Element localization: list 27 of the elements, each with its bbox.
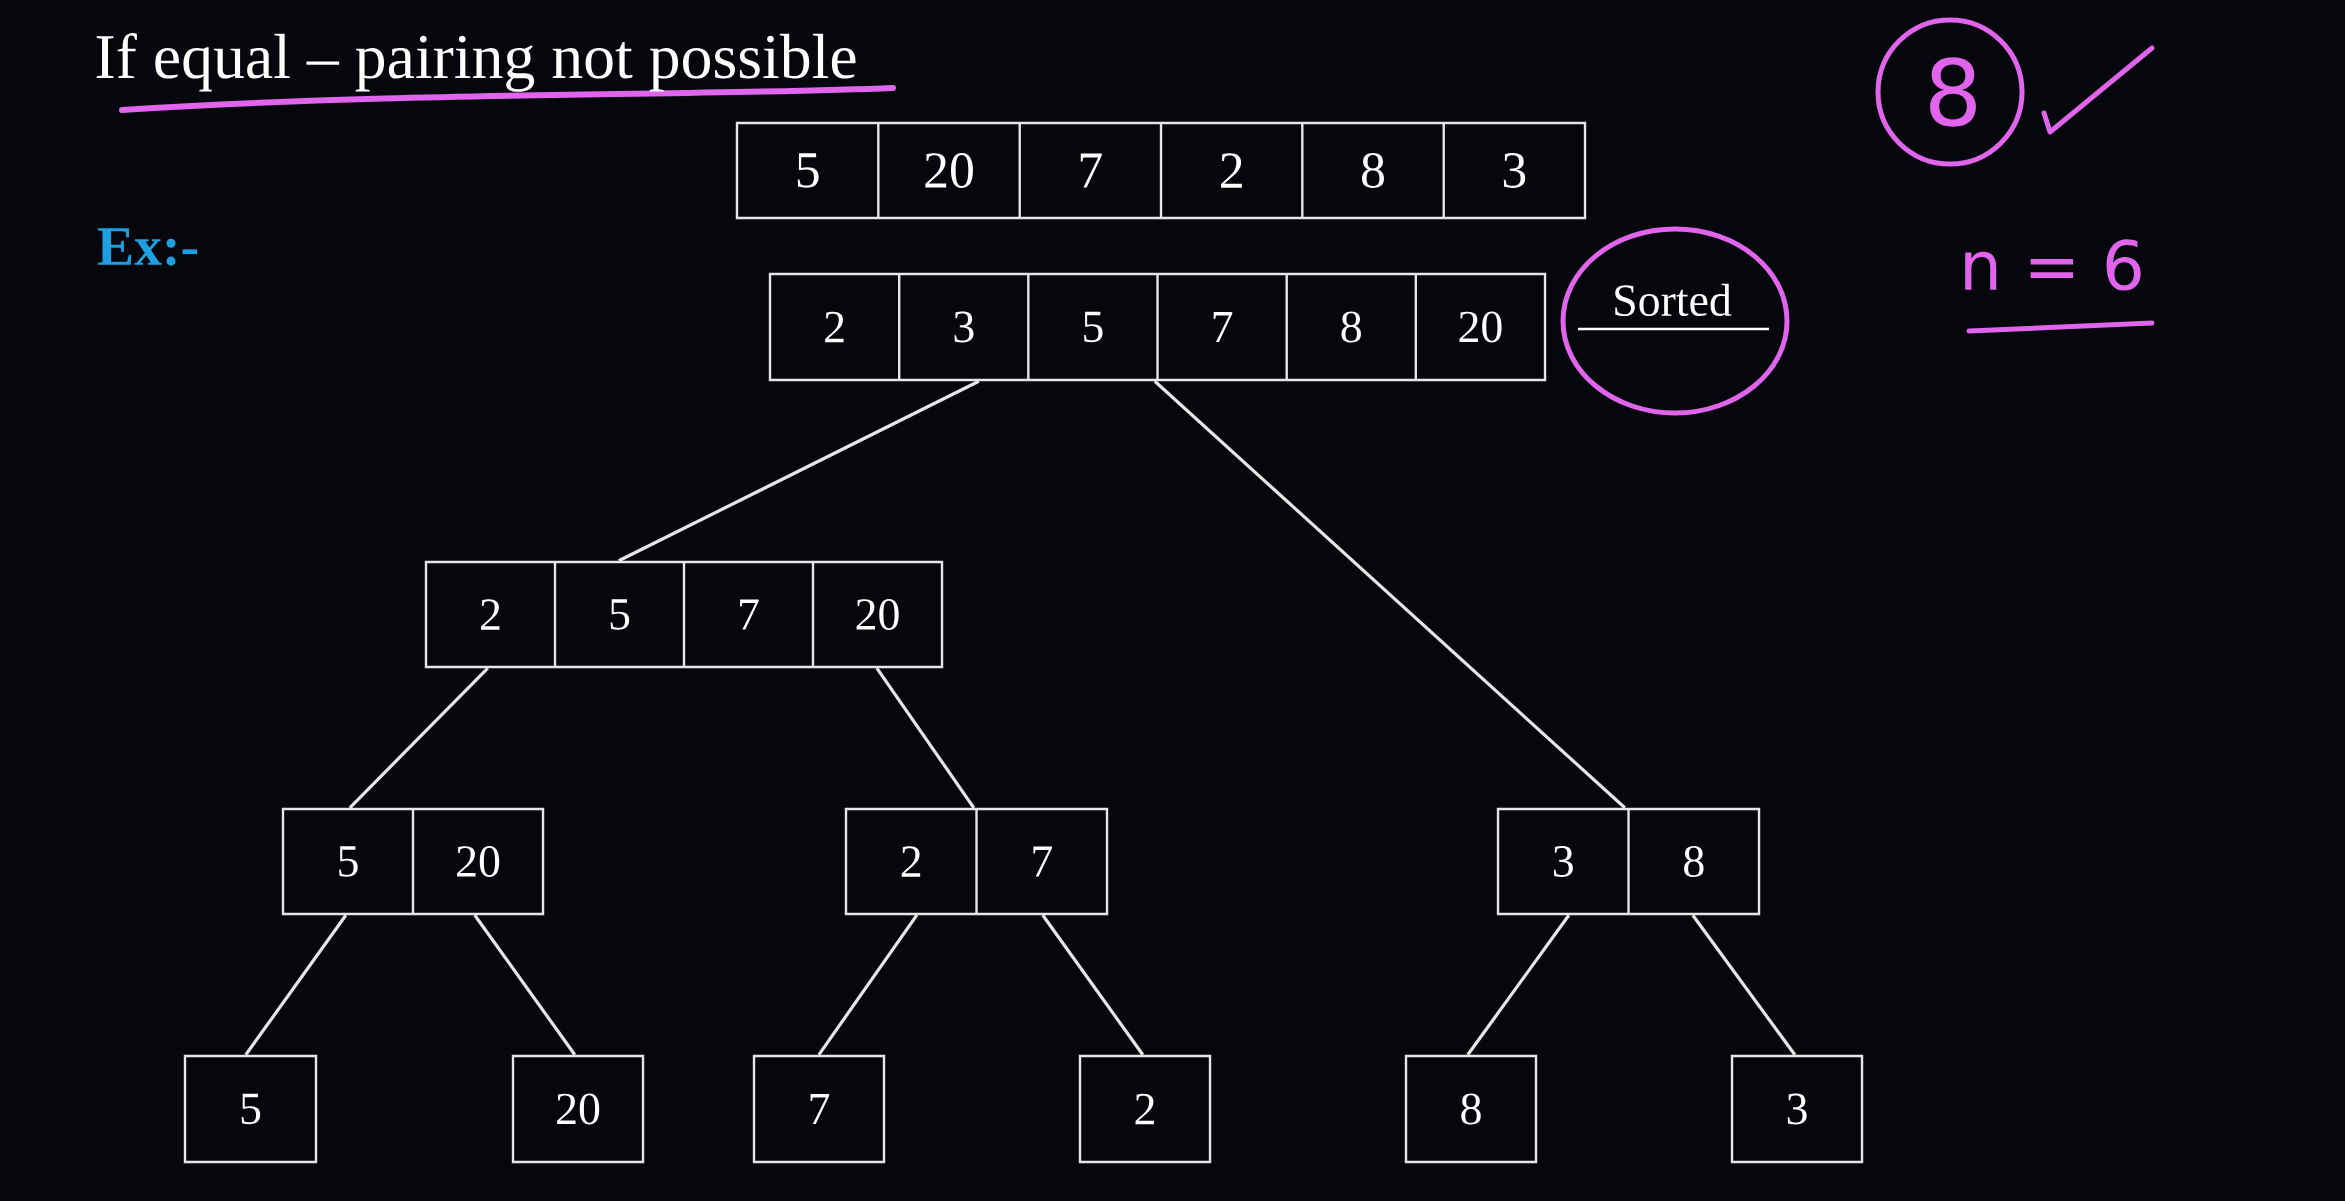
tree-line [1691,914,1797,1056]
tree-line [473,914,577,1056]
tree-line [618,379,980,563]
array-box: 7 [752,1054,886,1164]
array-box: 3 8 [1496,807,1761,916]
heading: If equal – pairing not possible [96,33,856,92]
tree-line [348,667,489,809]
array-box: 8 [1404,1054,1538,1164]
array-box: 5 [183,1054,318,1164]
side-note: Sorted [1615,283,1732,317]
array-box: 5 20 7 2 8 3 [735,121,1587,220]
array-box: 20 [511,1054,645,1164]
handwritten-number: 8 [1930,57,1976,127]
tree-line [244,914,348,1056]
tree-line [875,667,976,809]
tree-line [1466,914,1571,1056]
tree-line [1153,380,1626,809]
array-box: 2 3 5 7 8 20 [768,272,1547,382]
array-box: 3 [1730,1054,1864,1164]
tree-line [817,914,919,1056]
array-box: 5 20 [281,807,545,916]
array-box: 2 7 [844,807,1109,916]
handwritten-note: n = 6 [1965,239,2141,291]
tree-line [1041,914,1145,1056]
array-box: 2 [1078,1054,1212,1164]
example-label: Ex:- [97,228,198,266]
array-box: 2 5 7 20 [424,560,944,669]
